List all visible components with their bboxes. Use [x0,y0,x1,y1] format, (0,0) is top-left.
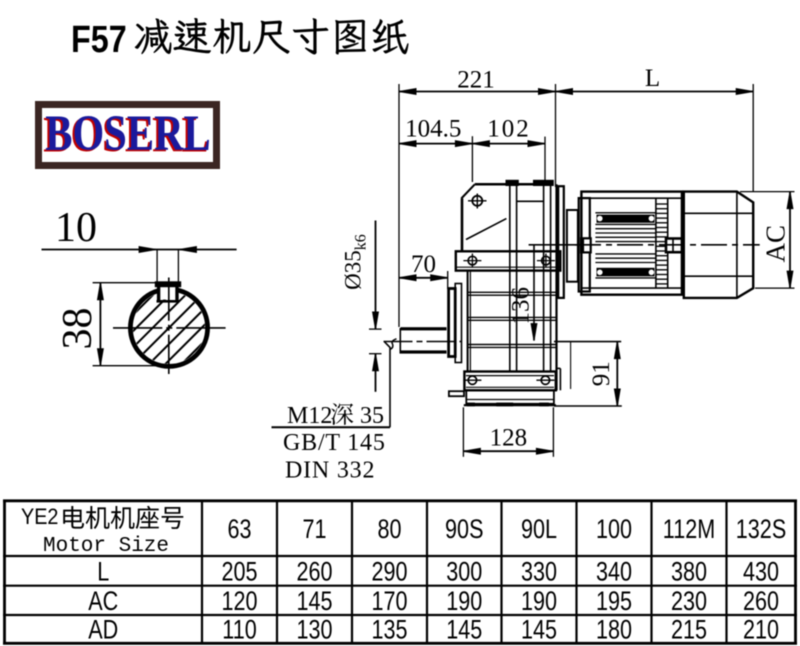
svg-text:130: 130 [296,615,332,645]
svg-text:145: 145 [521,615,557,645]
svg-text:Motor Size: Motor Size [43,535,169,558]
svg-text:340: 340 [596,557,632,587]
svg-text:180: 180 [596,615,632,645]
svg-text:195: 195 [596,587,632,617]
svg-text:100: 100 [596,515,632,545]
svg-text:71: 71 [302,515,326,545]
svg-text:70: 70 [411,251,436,278]
svg-text:330: 330 [521,557,557,587]
svg-text:90S: 90S [445,515,483,545]
svg-text:145: 145 [296,587,332,617]
svg-text:230: 230 [671,587,707,617]
svg-text:190: 190 [446,587,482,617]
svg-text:128: 128 [490,425,528,452]
svg-text:80: 80 [377,515,401,545]
svg-text:90L: 90L [521,515,557,545]
svg-text:430: 430 [743,557,779,587]
svg-text:91: 91 [588,361,615,386]
svg-text:AD: AD [88,615,118,645]
svg-text:YE2: YE2 [21,505,58,529]
svg-text:38: 38 [55,308,101,350]
svg-text:GB/T 145: GB/T 145 [283,430,386,456]
svg-text:63: 63 [227,515,251,545]
svg-text:Ø35k6: Ø35k6 [341,234,370,290]
svg-text:AC: AC [761,225,791,263]
svg-text:L: L [645,65,660,92]
svg-text:380: 380 [671,557,707,587]
svg-text:132S: 132S [736,515,786,545]
svg-text:DIN 332: DIN 332 [285,458,375,484]
svg-text:112M: 112M [663,515,715,545]
svg-text:L: L [97,557,109,587]
svg-text:215: 215 [671,615,707,645]
svg-text:M12: M12 [287,403,332,429]
svg-text:110: 110 [222,615,256,645]
svg-text:10: 10 [55,205,97,251]
svg-text:221: 221 [457,67,495,94]
svg-text:AC: AC [88,587,118,617]
svg-text:260: 260 [296,557,332,587]
svg-text:102: 102 [487,115,531,142]
svg-text:290: 290 [371,557,407,587]
svg-text:260: 260 [743,587,779,617]
svg-text:135: 135 [371,615,407,645]
svg-text:205: 205 [221,557,257,587]
svg-text:300: 300 [446,557,482,587]
svg-text:104.5: 104.5 [405,116,461,143]
svg-text:210: 210 [743,615,779,645]
svg-text:170: 170 [371,587,407,617]
svg-text:120: 120 [221,587,257,617]
svg-text:136: 136 [508,287,535,325]
svg-text:190: 190 [521,587,557,617]
svg-text:35: 35 [360,403,384,429]
svg-text:145: 145 [446,615,482,645]
